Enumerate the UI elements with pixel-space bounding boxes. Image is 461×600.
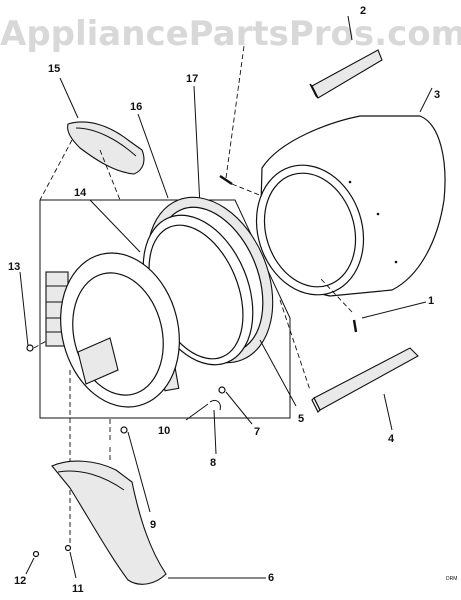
callout-8: 8	[210, 457, 216, 469]
callout-12: 12	[14, 575, 26, 587]
callout-10: 10	[158, 425, 170, 437]
part-15-trim	[39, 77, 145, 201]
part-13-front-panel	[19, 252, 180, 548]
callout-11: 11	[72, 583, 84, 595]
part-17-screw	[219, 45, 263, 197]
callout-3: 3	[434, 89, 440, 101]
callout-13: 13	[8, 261, 20, 273]
callout-2: 2	[360, 5, 366, 17]
part-2-bracket	[309, 15, 383, 99]
part-9-screw	[109, 418, 151, 513]
part-3-drum	[255, 87, 446, 297]
callout-5: 5	[298, 413, 304, 425]
callout-14: 14	[74, 187, 87, 199]
callout-7: 7	[254, 426, 260, 438]
small-hardware	[185, 386, 253, 455]
callout-16: 16	[130, 101, 142, 113]
corner-code: DRM	[446, 576, 457, 582]
callout-6: 6	[268, 572, 274, 584]
callout-15: 15	[48, 63, 60, 75]
callout-1: 1	[428, 295, 434, 307]
part-1-screw	[319, 277, 427, 333]
callout-labels: 1 2 3 4 5 6 7 8 9 10 11 12 13 14 15 16 1…	[8, 5, 457, 595]
parts-11-12	[25, 544, 77, 579]
part-6-kick-panel	[51, 444, 266, 585]
callout-17: 17	[186, 73, 198, 85]
part-4-lower-bracket	[279, 299, 419, 431]
callout-9: 9	[150, 519, 156, 531]
callout-4: 4	[388, 433, 395, 445]
